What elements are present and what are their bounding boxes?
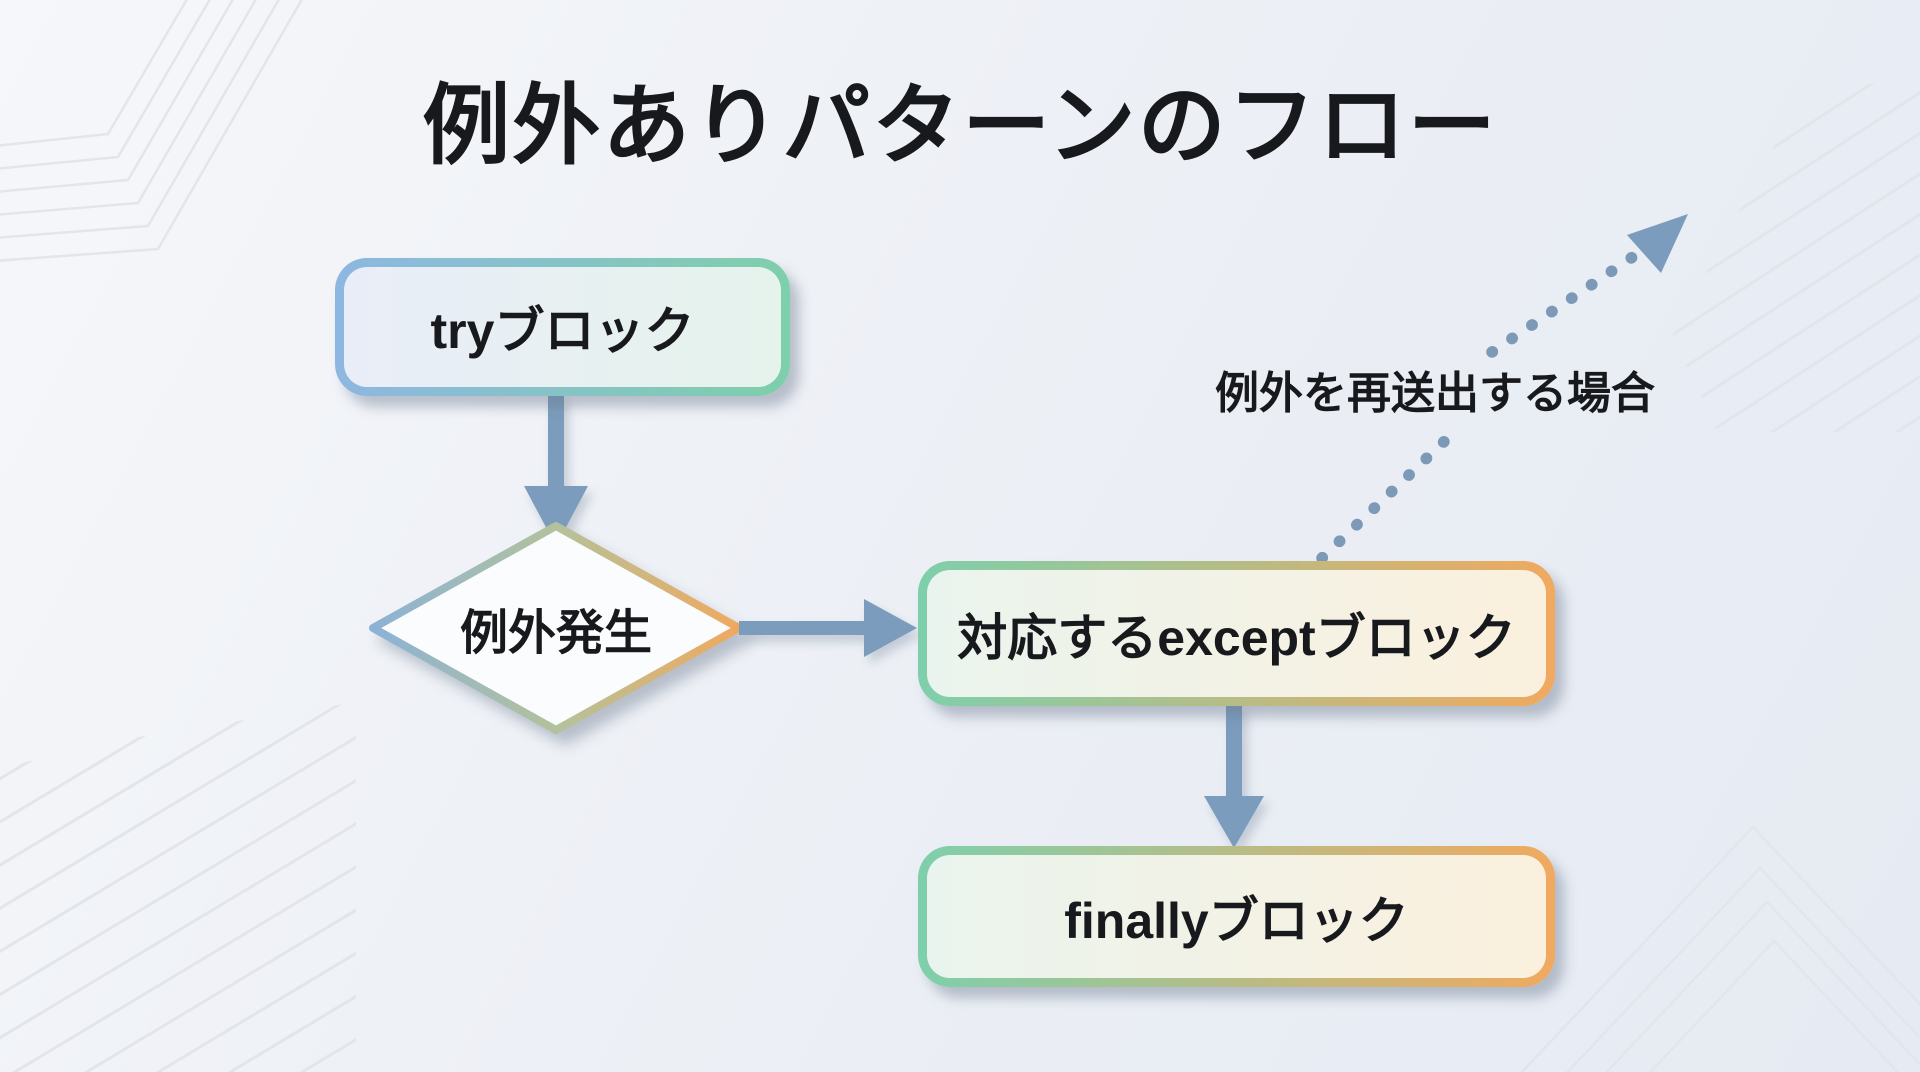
arrow-except-to-finally — [1204, 704, 1264, 848]
node-try-label: tryブロック — [430, 303, 695, 359]
hatch-pattern-top-right — [1672, 74, 1920, 432]
node-try-block: tryブロック — [335, 258, 790, 396]
reraise-label: 例外を再送出する場合 — [1215, 369, 1655, 418]
hatch-pattern-bottom-left — [0, 702, 356, 1072]
node-finally-block: finallyブロック — [918, 846, 1555, 987]
dotted-arrow-reraise — [1316, 214, 1688, 564]
node-finally-label: finallyブロック — [1064, 892, 1409, 949]
arrow-try-to-decision — [524, 394, 588, 546]
decision-diamond-shape — [369, 522, 743, 734]
node-except-label: 対応するexceptブロック — [957, 609, 1516, 666]
hexagon-corner-pattern — [0, 0, 303, 262]
dotted-arrowhead — [1627, 214, 1688, 273]
node-except-block: 対応するexceptブロック — [918, 561, 1555, 706]
arrow-decision-to-except — [739, 599, 917, 657]
page-title: 例外ありパターンのフロー — [422, 76, 1498, 175]
chevron-pattern — [1520, 825, 1920, 1072]
node-decision-label: 例外発生 — [459, 607, 652, 660]
